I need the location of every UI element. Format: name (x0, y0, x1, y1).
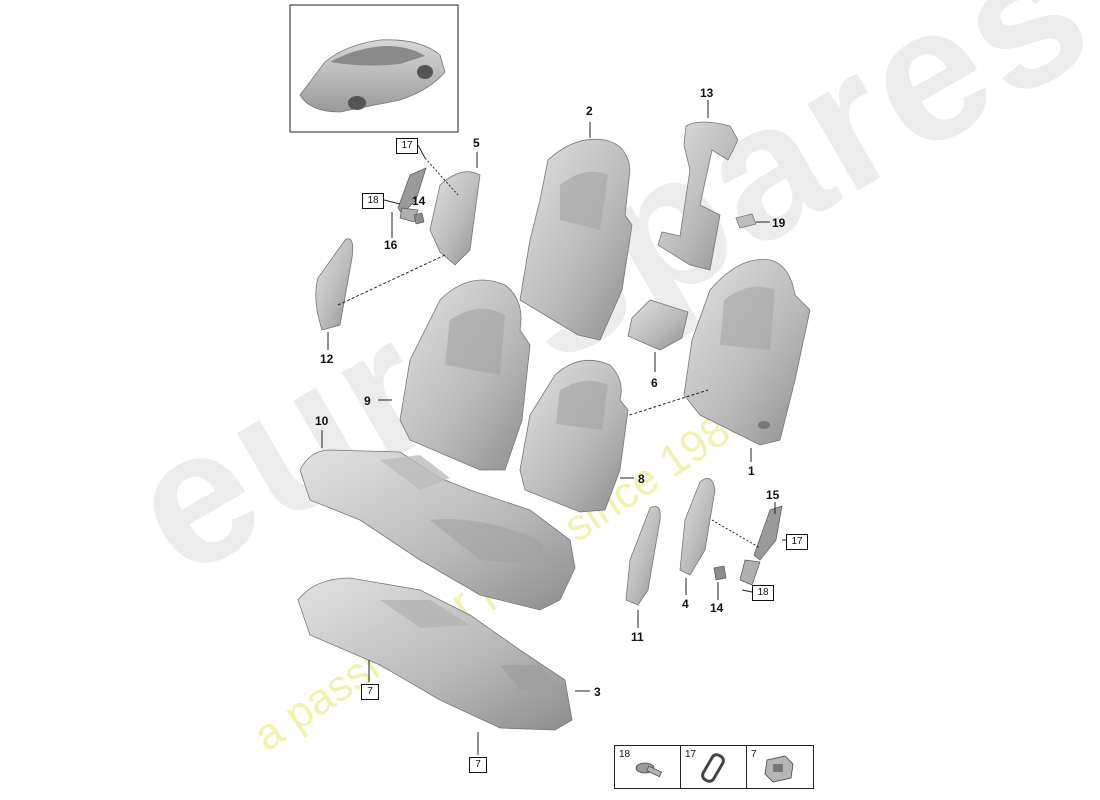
part-6-bracket (627, 299, 689, 351)
part-3-seat-frame (297, 577, 573, 731)
callout-16: 16 (384, 238, 398, 252)
part-12-trim (315, 238, 354, 331)
part-13-headrest-bolster (657, 121, 739, 271)
callout-12: 12 (320, 352, 334, 366)
ref-box-7-upper: 7 (361, 684, 379, 700)
ref-box-18-left: 18 (362, 193, 384, 209)
part-19-clip (735, 213, 757, 229)
callout-2: 2 (586, 104, 593, 118)
callout-1: 1 (748, 464, 755, 478)
callout-15: 15 (766, 488, 780, 502)
callout-11: 11 (631, 630, 644, 644)
legend-cell-7: 7 (747, 746, 812, 788)
part-1-backrest-cover (683, 258, 811, 446)
callout-5: 5 (473, 136, 480, 150)
part-4-side-panel (679, 478, 716, 576)
callout-19: 19 (772, 216, 786, 230)
callout-6: 6 (651, 376, 658, 390)
legend-num-17: 17 (685, 749, 697, 760)
legend-cell-18: 18 (615, 746, 681, 788)
bolt-icon (635, 762, 662, 778)
part-5-side-panel (429, 171, 481, 266)
part-9-backrest-cushion (399, 279, 531, 471)
part-2-backrest-frame (519, 138, 633, 341)
grommet-icon (701, 753, 725, 783)
car-thumbnail (299, 39, 446, 113)
callout-14-right: 14 (710, 601, 724, 615)
callout-10: 10 (315, 414, 329, 428)
part-8-backrest-cushion (519, 359, 629, 513)
ref-box-17-right: 17 (786, 534, 808, 550)
part-11-trim (625, 506, 661, 606)
callout-13: 13 (700, 86, 714, 100)
hardware-legend: 18 17 7 (614, 745, 814, 789)
hardware-cluster-right (713, 505, 783, 586)
callout-9: 9 (364, 394, 371, 408)
callout-14-left: 14 (412, 194, 426, 208)
ref-box-18-right: 18 (752, 585, 774, 601)
legend-num-7: 7 (751, 749, 757, 760)
part-10-seat-cushion (299, 449, 576, 611)
clip-icon (764, 755, 794, 783)
callout-3: 3 (594, 685, 601, 699)
hardware-cluster-left (397, 167, 427, 225)
callout-4: 4 (682, 597, 689, 611)
ref-box-17-left: 17 (396, 138, 418, 154)
legend-num-18: 18 (619, 749, 631, 760)
callout-8: 8 (638, 472, 645, 486)
legend-cell-17: 17 (681, 746, 747, 788)
ref-box-7-lower: 7 (469, 757, 487, 773)
